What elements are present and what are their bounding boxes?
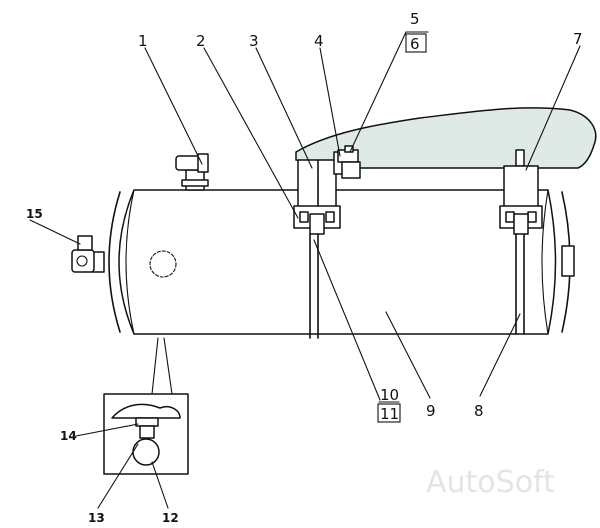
- front-bracket: [293, 159, 341, 235]
- callout-12: 12: [162, 511, 179, 525]
- callout-10: 10: [380, 386, 399, 404]
- callout-15: 15: [26, 207, 43, 221]
- callout-labels: 1 2 3 4 5 6 7 8 9 10 11 13 12 14 15: [26, 10, 583, 525]
- callout-8: 8: [474, 402, 484, 420]
- callout-11: 11: [380, 405, 399, 423]
- bracket-bolt: [333, 145, 361, 179]
- callout-1: 1: [138, 32, 148, 50]
- callout-4: 4: [314, 32, 324, 50]
- callout-2: 2: [196, 32, 206, 50]
- watermark-text: AutoSoft: [426, 465, 555, 500]
- callout-5: 5: [410, 10, 420, 28]
- callout-3: 3: [249, 32, 259, 50]
- callout-7: 7: [573, 30, 583, 48]
- callout-6-box: [405, 33, 427, 53]
- rear-strap: [515, 233, 525, 335]
- callout-11-box: [377, 403, 401, 423]
- receiver-tank: [108, 189, 575, 335]
- callout-14: 14: [60, 429, 77, 443]
- front-strap: [309, 233, 319, 339]
- callout-13: 13: [88, 511, 105, 525]
- callout-6: 6: [410, 35, 420, 53]
- drain-detail: [103, 337, 189, 475]
- rear-bracket: [499, 149, 543, 235]
- drain-valve-top: [175, 153, 209, 191]
- leader-lines: [29, 31, 581, 509]
- front-fitting: [71, 235, 105, 273]
- callout-9: 9: [426, 402, 436, 420]
